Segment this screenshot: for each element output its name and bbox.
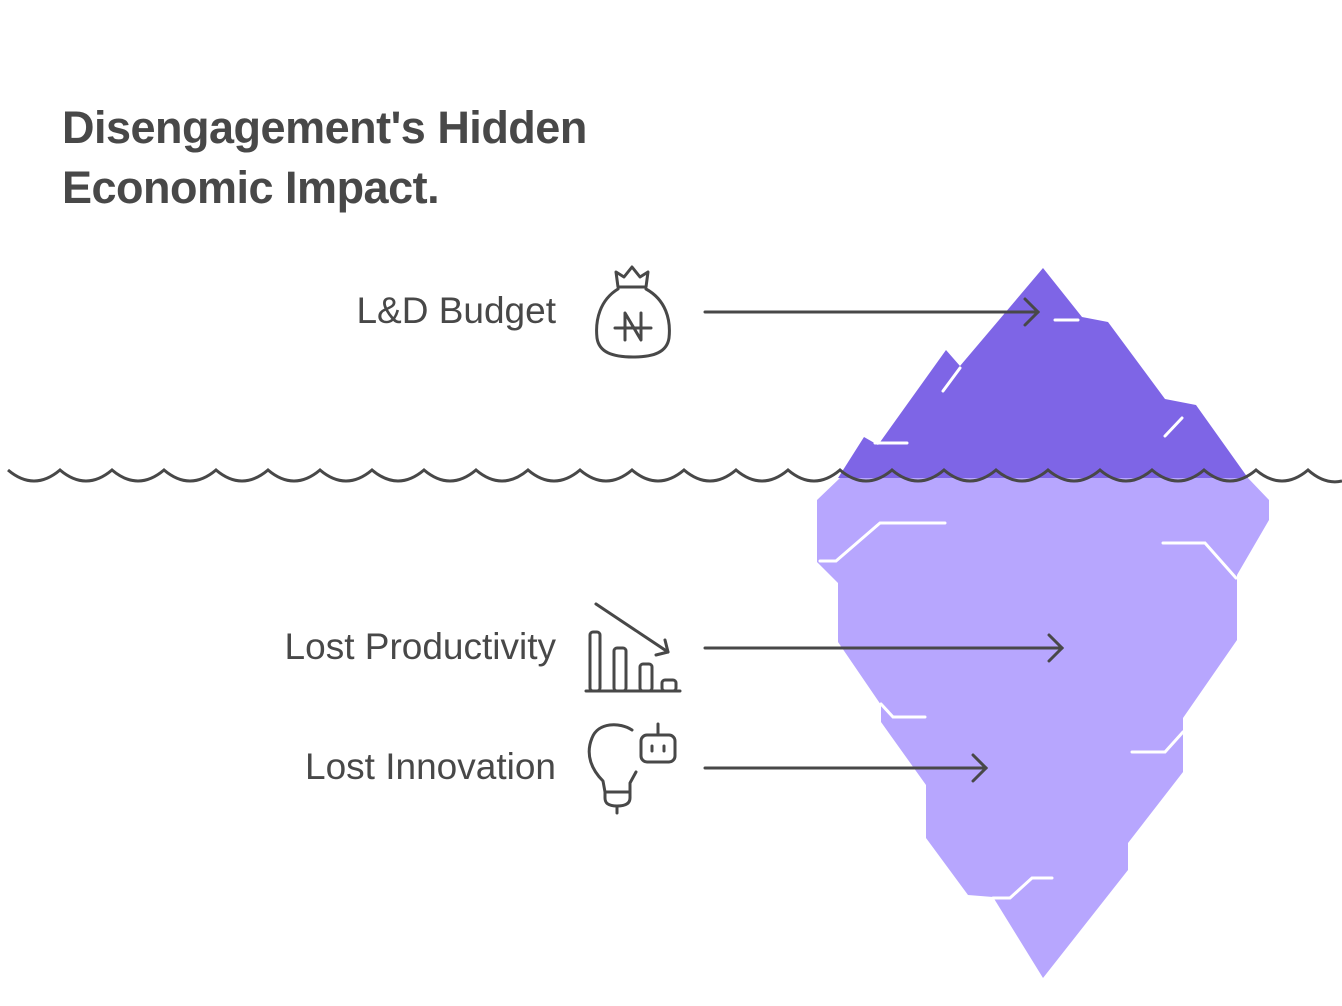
declining-bar-chart-icon <box>584 602 682 693</box>
waterline-waves <box>7 468 1342 484</box>
diagram-title: Disengagement's Hidden Economic Impact. <box>62 98 587 218</box>
label-lost-productivity: Lost Productivity <box>284 626 556 667</box>
arrow-ld-budget <box>703 297 1041 327</box>
iceberg-crack-highlights <box>818 318 1238 900</box>
iceberg-submerged <box>817 478 1269 978</box>
label-lost-innovation: Lost Innovation <box>305 746 556 787</box>
arrow-lost-innovation <box>703 753 989 783</box>
label-ld-budget: L&D Budget <box>356 290 556 331</box>
money-bag-naira-icon <box>595 265 671 359</box>
iceberg-tip <box>838 268 1248 478</box>
lightbulb-robot-icon <box>587 722 677 815</box>
title-line-1: Disengagement's Hidden <box>62 102 587 153</box>
title-line-2: Economic Impact. <box>62 162 440 213</box>
arrow-lost-productivity <box>703 633 1065 663</box>
